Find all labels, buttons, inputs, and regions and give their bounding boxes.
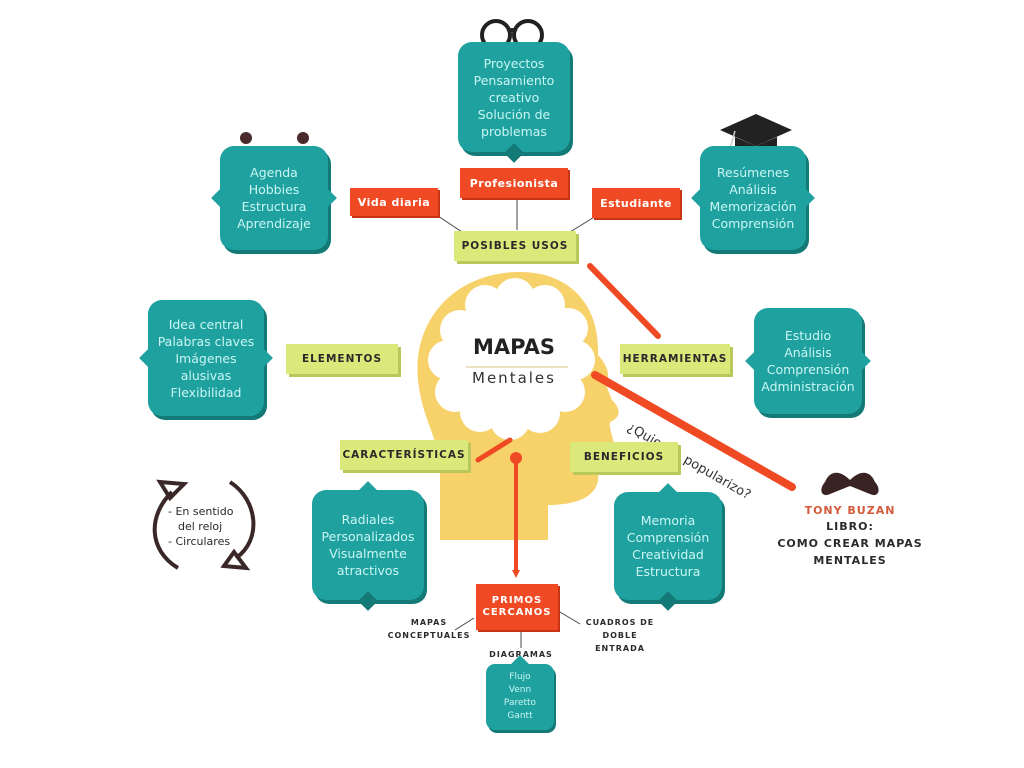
elementos-item: Imágenes	[175, 350, 237, 366]
estudiante-item: Análisis	[729, 182, 777, 197]
estudiante-item: Resúmenes	[716, 165, 790, 180]
herramientas-item: Análisis	[784, 345, 832, 360]
profesionista-item: creativo	[488, 89, 540, 105]
herramientas-item: Administración	[761, 379, 855, 394]
label-line: CONCEPTUALES	[387, 631, 471, 640]
label-line: DOBLE	[602, 631, 638, 640]
elementos-label: ELEMENTOS	[286, 344, 398, 374]
elementos-box: Idea central Palabras claves Imágenes al…	[148, 300, 264, 416]
vida-diaria-item: Hobbies	[248, 182, 300, 197]
cuadros-doble-entrada-label: CUADROS DE DOBLE ENTRADA	[580, 616, 660, 655]
herramientas-box: Estudio Análisis Comprensión Administrac…	[754, 308, 862, 414]
book-label: LIBRO:	[826, 520, 874, 533]
note-line: del reloj	[178, 520, 223, 533]
diagramas-item: Flujo	[509, 672, 531, 682]
diagramas-item: Venn	[508, 685, 532, 695]
estudiante-box: Resúmenes Análisis Memorización Comprens…	[700, 146, 806, 250]
label-line: CUADROS DE	[585, 618, 655, 627]
elementos-item: Flexibilidad	[170, 384, 242, 400]
profesionista-item: Solución de	[477, 106, 551, 122]
primos-cercanos-label: PRIMOS CERCANOS	[476, 584, 558, 630]
caracteristicas-item: Radiales	[341, 512, 395, 527]
caracteristicas-note: - En sentido del reloj - Circulares	[168, 504, 240, 549]
vida-diaria-label: Vida diaria	[350, 188, 438, 216]
diagramas-label: DIAGRAMAS	[489, 650, 553, 659]
vida-diaria-item: Estructura	[241, 199, 307, 214]
primos-line: PRIMOS	[491, 595, 543, 606]
herramientas-label: HERRAMIENTAS	[620, 344, 730, 374]
beneficios-item: Estructura	[635, 564, 701, 579]
vida-diaria-item: Aprendizaje	[237, 216, 311, 231]
beneficios-item: Memoria	[640, 513, 696, 528]
estudiante-label: Estudiante	[592, 188, 680, 218]
beneficios-label: BENEFICIOS	[570, 442, 678, 472]
vida-diaria-box: Agenda Hobbies Estructura Aprendizaje	[220, 146, 328, 250]
profesionista-item: Pensamiento	[473, 72, 555, 88]
elementos-item: Palabras claves	[157, 333, 255, 349]
book-title-line-2: MENTALES	[813, 554, 887, 567]
beneficios-item: Creatividad	[632, 547, 704, 562]
estudiante-item: Memorización	[709, 199, 797, 214]
caracteristicas-box: Radiales Personalizados Visualmente atra…	[312, 490, 424, 600]
arrows	[475, 263, 796, 572]
label-line: ENTRADA	[595, 644, 645, 653]
arrow-caracteristicas	[475, 437, 513, 463]
profesionista-item: problemas	[481, 123, 547, 139]
profesionista-item: Proyectos	[483, 55, 545, 71]
profesionista-label: Profesionista	[460, 168, 568, 198]
diagramas-item: Gantt	[507, 711, 533, 721]
caracteristicas-item: atractivos	[336, 563, 400, 578]
elementos-item: alusivas	[180, 367, 232, 383]
note-line: - En sentido	[168, 505, 234, 518]
posibles-usos-label: POSIBLES USOS	[454, 231, 576, 261]
caracteristicas-label: CARACTERÍSTICAS	[340, 440, 468, 470]
beneficios-item: Comprensión	[626, 530, 710, 545]
arrow-herramientas	[587, 263, 661, 339]
note-line: - Circulares	[168, 535, 231, 548]
profesionista-box: Proyectos Pensamiento creativo Solución …	[458, 42, 570, 152]
primos-line: CERCANOS	[482, 607, 552, 618]
popularizer-name: TONY BUZAN	[804, 504, 896, 517]
beneficios-box: Memoria Comprensión Creatividad Estructu…	[614, 492, 722, 600]
brain-cloud	[428, 278, 595, 440]
book-title-line-1: COMO CREAR MAPAS	[777, 537, 923, 550]
caracteristicas-item: Visualmente	[329, 546, 407, 561]
center-title: MAPAS	[473, 335, 555, 359]
herramientas-item: Estudio	[784, 328, 832, 343]
diagramas-box: Flujo Venn Paretto Gantt	[486, 664, 554, 730]
diagramas-item: Paretto	[503, 698, 537, 708]
mapas-conceptuales-label: MAPAS CONCEPTUALES	[384, 616, 474, 642]
cycle-arrows-icon	[152, 479, 256, 571]
label-line: MAPAS	[410, 618, 448, 627]
elementos-item: Idea central	[168, 316, 244, 332]
estudiante-item: Comprensión	[711, 216, 795, 231]
mustache-icon	[821, 472, 879, 496]
herramientas-item: Comprensión	[766, 362, 850, 377]
caracteristicas-item: Personalizados	[321, 529, 415, 544]
arrow-popularizer	[591, 371, 796, 491]
center-subtitle: Mentales	[472, 369, 556, 387]
vida-diaria-item: Agenda	[250, 165, 298, 180]
